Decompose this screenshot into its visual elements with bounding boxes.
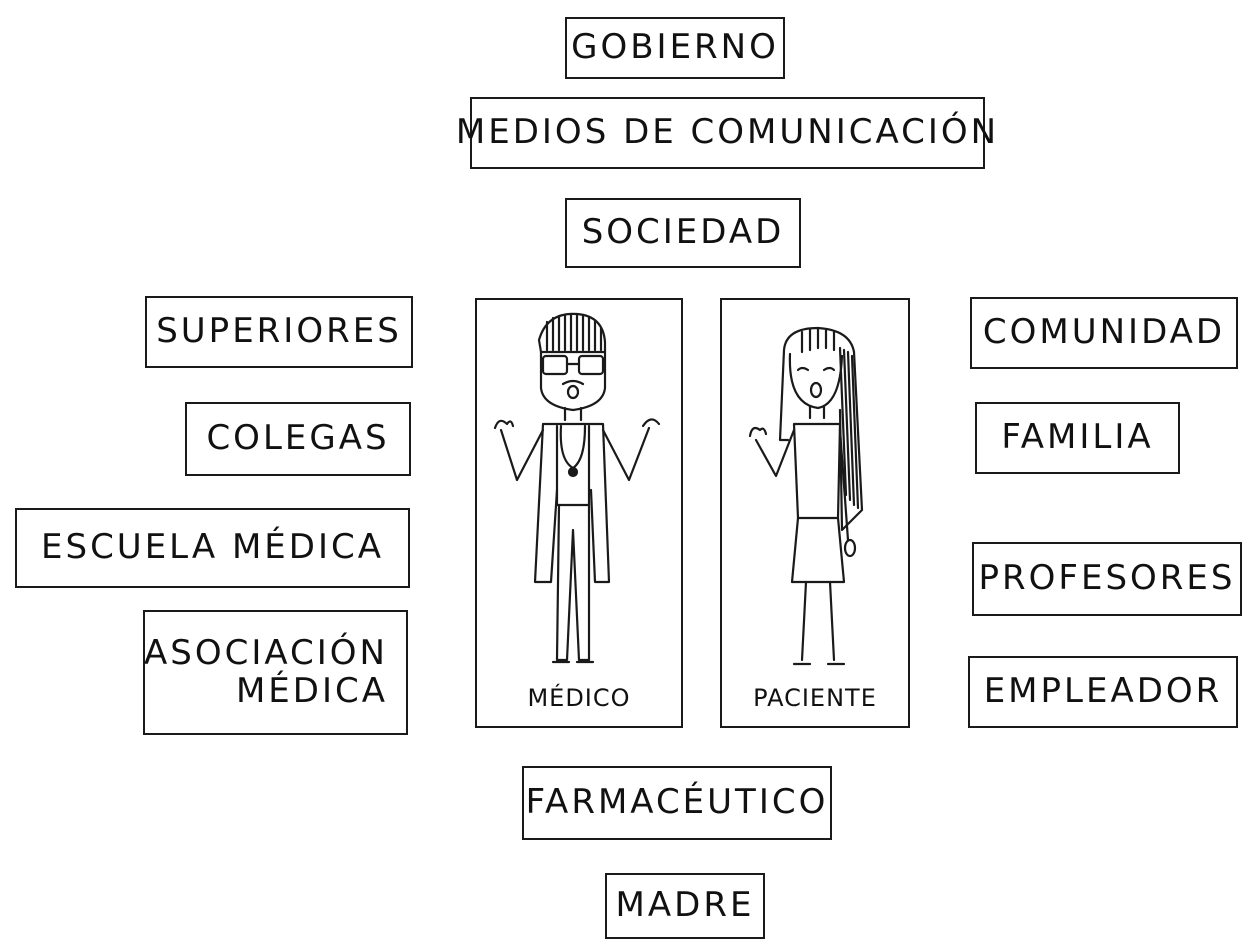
medico-frame: MÉDICO bbox=[475, 298, 683, 728]
familia-box: FAMILIA bbox=[975, 402, 1180, 474]
escuela-medica-box: ESCUELA MÉDICA bbox=[15, 508, 410, 588]
doctor-illustration bbox=[493, 312, 661, 664]
medios-de-comunicacion-box: MEDIOS DE COMUNICACIÓN bbox=[456, 97, 996, 169]
comunidad-label: COMUNIDAD bbox=[982, 312, 1226, 353]
sociedad-box: SOCIEDAD bbox=[565, 198, 801, 268]
gobierno-box: GOBIERNO bbox=[565, 17, 785, 79]
profesores-label: PROFESORES bbox=[978, 558, 1236, 599]
comunidad-box: COMUNIDAD bbox=[970, 297, 1238, 369]
asociacion-label-line2: MÉDICA bbox=[235, 670, 388, 711]
profesores-box: PROFESORES bbox=[972, 542, 1242, 616]
empleador-box: EMPLEADOR bbox=[968, 656, 1238, 728]
patient-illustration bbox=[748, 326, 864, 666]
colegas-label: COLEGAS bbox=[206, 418, 390, 459]
empleador-label: EMPLEADOR bbox=[983, 671, 1223, 712]
asociacion-label-line1: ASOCIACIÓN bbox=[144, 633, 388, 674]
gobierno-label: GOBIERNO bbox=[571, 27, 779, 68]
farmaceutico-label: FARMACÉUTICO bbox=[525, 782, 829, 823]
superiores-label: SUPERIORES bbox=[156, 311, 402, 352]
escuela-medica-label: ESCUELA MÉDICA bbox=[41, 527, 384, 568]
madre-box: MADRE bbox=[605, 873, 765, 939]
paciente-frame: PACIENTE bbox=[720, 298, 910, 728]
medico-label: MÉDICO bbox=[527, 684, 631, 712]
sociedad-label: SOCIEDAD bbox=[581, 212, 785, 253]
superiores-box: SUPERIORES bbox=[145, 296, 413, 368]
madre-label: MADRE bbox=[615, 885, 755, 926]
medios-de-comunicacion-label: MEDIOS DE COMUNICACIÓN bbox=[455, 112, 1000, 153]
familia-label: FAMILIA bbox=[1001, 417, 1154, 458]
paciente-label: PACIENTE bbox=[753, 684, 877, 712]
farmaceutico-box: FARMACÉUTICO bbox=[522, 766, 832, 840]
asociacion-medica-box: ASOCIACIÓN MÉDICA bbox=[143, 610, 408, 735]
colegas-box: COLEGAS bbox=[185, 402, 411, 476]
